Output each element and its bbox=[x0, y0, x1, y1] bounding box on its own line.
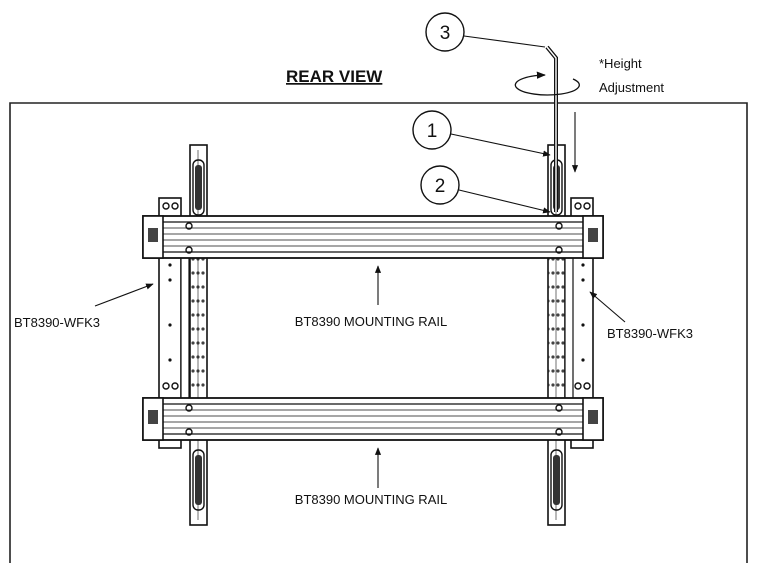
height-note-line2: Adjustment bbox=[599, 80, 664, 95]
top-mounting-rail bbox=[142, 215, 604, 259]
allen-key-icon bbox=[545, 45, 558, 212]
callout-3: 3 bbox=[425, 12, 465, 52]
label-wfk-right: BT8390-WFK3 bbox=[607, 326, 693, 341]
label-wfk-left: BT8390-WFK3 bbox=[14, 315, 100, 330]
height-note-line1: *Height bbox=[599, 56, 642, 71]
label-rail-bottom: BT8390 MOUNTING RAIL bbox=[295, 492, 447, 507]
leader-callout-2 bbox=[458, 189, 551, 214]
leader-lines bbox=[94, 35, 626, 488]
arrow-wfk-right bbox=[589, 291, 626, 323]
svg-text:3: 3 bbox=[440, 23, 451, 44]
rotation-arrow-icon bbox=[514, 71, 580, 96]
leader-callout-1 bbox=[450, 133, 551, 157]
right-wfk3-bracket bbox=[564, 197, 594, 449]
wall-outline bbox=[9, 102, 748, 563]
svg-text:2: 2 bbox=[435, 176, 446, 197]
left-vertical-plate bbox=[189, 144, 208, 526]
view-title: REAR VIEW bbox=[286, 67, 383, 86]
leader-callout-3 bbox=[463, 35, 546, 48]
label-rail-top: BT8390 MOUNTING RAIL bbox=[295, 314, 447, 329]
callout-1: 1 bbox=[412, 110, 452, 150]
left-wfk3-bracket bbox=[158, 197, 190, 449]
arrow-wfk-left bbox=[94, 283, 154, 307]
callout-2: 2 bbox=[420, 165, 460, 205]
svg-text:1: 1 bbox=[427, 121, 438, 142]
bottom-mounting-rail bbox=[142, 397, 604, 441]
